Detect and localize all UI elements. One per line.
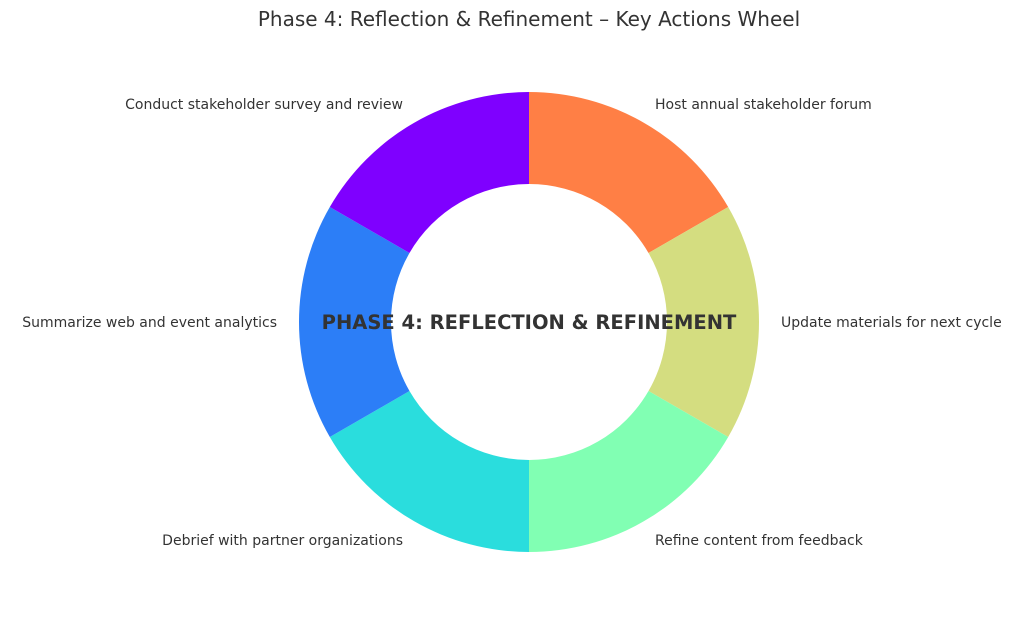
slice-label-1: Update materials for next cycle: [781, 315, 1002, 331]
slice-3: [329, 391, 529, 552]
slice-5: [329, 91, 529, 253]
slice-1: [648, 207, 759, 437]
slice-label-3: Debrief with partner organizations: [162, 533, 403, 549]
slice-label-4: Summarize web and event analytics: [22, 315, 277, 331]
center-label: PHASE 4: REFLECTION & REFINEMENT: [322, 311, 737, 334]
slice-2: [529, 391, 729, 552]
slice-label-5: Conduct stakeholder survey and review: [125, 97, 403, 113]
slice-label-0: Host annual stakeholder forum: [655, 97, 872, 113]
slice-label-2: Refine content from feedback: [655, 533, 864, 549]
slices-group: [299, 91, 759, 552]
slice-4: [299, 207, 410, 437]
slice-0: [529, 92, 729, 253]
chart-title: Phase 4: Reflection & Refinement – Key A…: [258, 7, 800, 31]
